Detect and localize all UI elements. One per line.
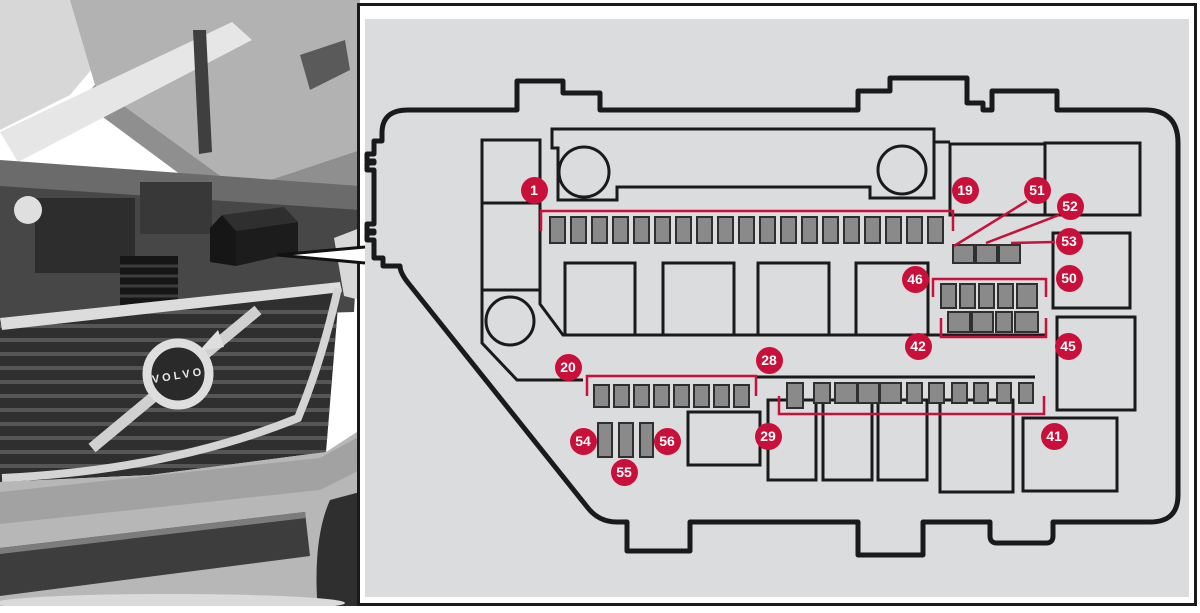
connector-52 [985, 213, 1060, 245]
callout-brackets [539, 199, 1060, 416]
relay-box-41 [1021, 416, 1119, 493]
fuse-row-top [549, 216, 944, 244]
top-beam [550, 127, 950, 202]
grommet-left [484, 295, 536, 347]
fuse-trio-small [597, 422, 654, 458]
relay-box [854, 261, 930, 337]
connector-53 [1010, 240, 1056, 245]
fusebox-outline [364, 75, 1181, 558]
logo-ring [142, 338, 214, 410]
intake-grid [120, 256, 178, 306]
logo-arrow [199, 330, 224, 351]
front-bumper [0, 228, 360, 613]
relay-box-45 [1055, 315, 1137, 412]
hood-hinge [300, 40, 350, 90]
bracket-20 [585, 374, 758, 396]
fuse-row-46 [940, 283, 1038, 309]
bracket-46 [931, 277, 1048, 297]
bracket-42 [939, 318, 1048, 339]
relay-box [876, 398, 929, 482]
front-grille: VOLVO [0, 282, 342, 482]
relay-box [756, 261, 831, 337]
grille-top-trim [0, 282, 342, 330]
relay-box [661, 261, 736, 337]
headlight [334, 228, 360, 300]
grille-bottom-trim [1, 287, 342, 482]
fuse-row-42 [947, 311, 1039, 333]
bracket-1-19 [539, 209, 955, 231]
bracket-29 [777, 396, 1046, 416]
lower-intake [0, 512, 310, 596]
hood-prop-rod [193, 30, 212, 154]
fuse-row-20 [593, 384, 750, 408]
fuse-trio-aux [952, 244, 1021, 264]
callout-pointer [276, 245, 366, 265]
engine-bay [0, 160, 360, 322]
grommet-beam-right [876, 144, 928, 196]
fusebox-diagram [364, 19, 1189, 597]
fuse-row-bottom [786, 382, 1034, 409]
front-wheel [316, 492, 360, 613]
connector-51 [953, 199, 1028, 248]
relay-box [563, 261, 637, 337]
volvo-logo: VOLVO [88, 305, 262, 453]
relay-box-50 [1051, 231, 1132, 310]
car-photo: VOLVO [0, 0, 360, 613]
grommet-beam-left [557, 145, 611, 199]
